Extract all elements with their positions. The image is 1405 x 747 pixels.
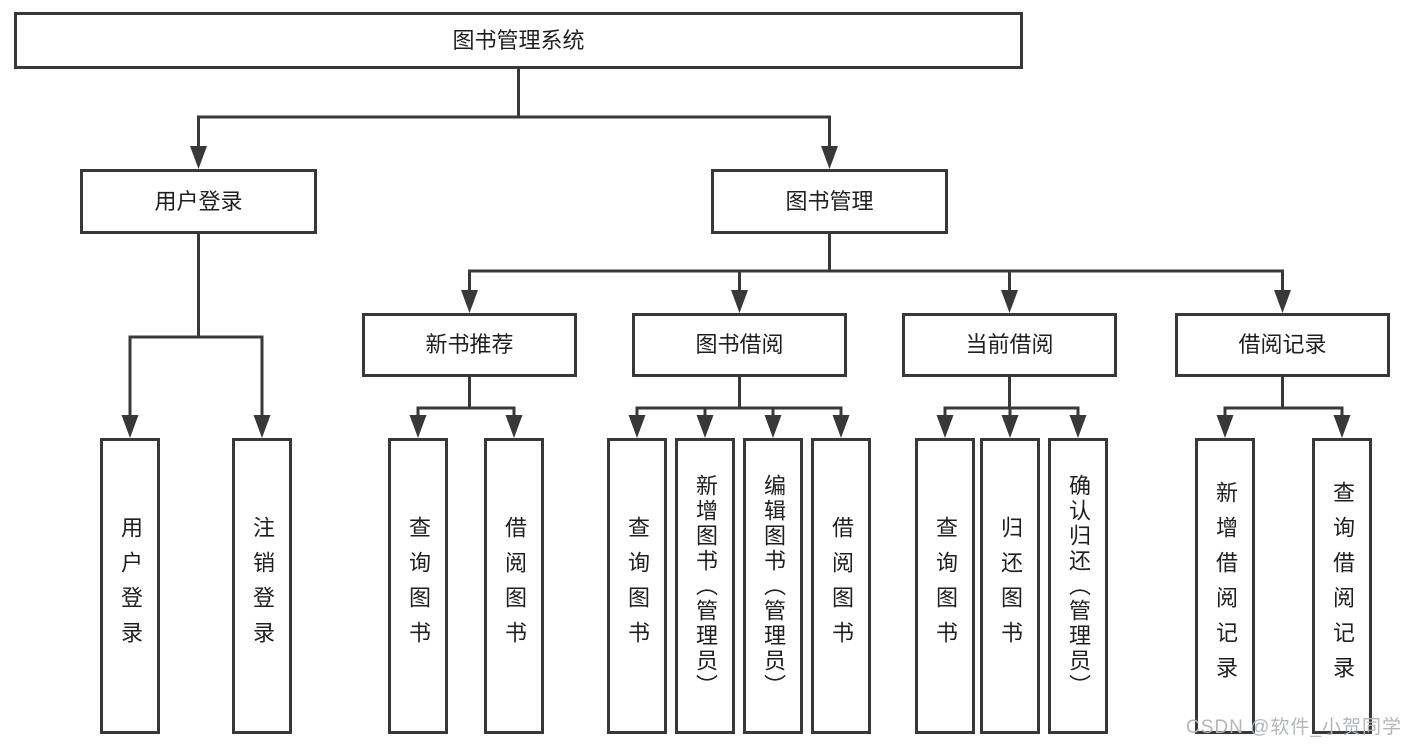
- node-label: 查询图书: [933, 516, 958, 656]
- arrowhead-icon: [1274, 290, 1291, 313]
- node-label: 查询图书: [625, 516, 650, 656]
- arrowhead-icon: [409, 415, 427, 438]
- node-root: 图书管理系统: [14, 12, 1023, 69]
- arrowhead-icon: [1001, 415, 1019, 438]
- node-leaf-user-login: 用户登录: [100, 438, 160, 734]
- node-label: 确认归还（管理员）: [1066, 473, 1091, 699]
- node-leaf-logout: 注销登录: [232, 438, 292, 734]
- node-label: 新书推荐: [425, 332, 514, 357]
- node-label: 注销登录: [250, 516, 275, 656]
- node-label: 用户登录: [154, 188, 243, 214]
- node-leaf-bb-query: 查询图书: [607, 438, 667, 734]
- node-label: 新增图书（管理员）: [693, 473, 718, 699]
- node-user-login: 用户登录: [80, 169, 317, 234]
- node-borrow-records: 借阅记录: [1175, 313, 1390, 377]
- node-leaf-cb-query: 查询图书: [915, 438, 975, 734]
- node-label: 图书借阅: [695, 332, 784, 357]
- arrowhead-icon: [1333, 415, 1351, 438]
- node-label: 当前借阅: [965, 332, 1054, 357]
- node-label: 借阅记录: [1238, 332, 1327, 357]
- arrowhead-icon: [821, 146, 838, 169]
- node-label: 借阅图书: [829, 516, 854, 656]
- node-label: 用户登录: [118, 516, 143, 656]
- node-label: 编辑图书（管理员）: [761, 473, 786, 699]
- node-new-book-recommend: 新书推荐: [362, 313, 577, 377]
- connector-lines: [128, 67, 1344, 422]
- node-label: 图书管理: [785, 188, 874, 214]
- arrowhead-icon: [764, 415, 782, 438]
- arrowhead-icon: [731, 290, 748, 313]
- node-label: 新增借阅记录: [1213, 481, 1238, 691]
- arrowhead-icon: [121, 415, 139, 438]
- arrowhead-icon: [696, 415, 714, 438]
- watermark: CSDN @软件_小贺同学: [1186, 717, 1402, 738]
- node-book-management: 图书管理: [711, 169, 948, 234]
- node-label: 借阅图书: [502, 516, 527, 656]
- node-leaf-nbr-borrow: 借阅图书: [484, 438, 544, 734]
- node-leaf-nbr-query: 查询图书: [388, 438, 448, 734]
- arrowhead-icon: [461, 290, 478, 313]
- arrowhead-icon: [628, 415, 646, 438]
- node-label: 查询图书: [406, 516, 431, 656]
- arrowhead-icon: [190, 146, 207, 169]
- arrowhead-icon: [832, 415, 850, 438]
- arrowhead-icon: [505, 415, 523, 438]
- node-label: 查询借阅记录: [1330, 481, 1355, 691]
- node-leaf-bb-borrow: 借阅图书: [811, 438, 871, 734]
- node-label: 图书管理系统: [452, 27, 585, 53]
- arrowhead-icon: [1001, 290, 1018, 313]
- node-current-borrow: 当前借阅: [902, 313, 1117, 377]
- node-leaf-cb-return: 归还图书: [980, 438, 1040, 734]
- node-label: 归还图书: [998, 516, 1023, 656]
- node-leaf-cb-confirm: 确认归还（管理员）: [1048, 438, 1108, 734]
- node-book-borrow: 图书借阅: [632, 313, 847, 377]
- node-leaf-bb-add: 新增图书（管理员）: [675, 438, 735, 734]
- node-leaf-bb-edit: 编辑图书（管理员）: [743, 438, 803, 734]
- arrowhead-icon: [1216, 415, 1234, 438]
- arrowhead-icon: [936, 415, 954, 438]
- arrowhead-icon: [253, 415, 271, 438]
- node-leaf-br-query: 查询借阅记录: [1312, 438, 1372, 734]
- arrowhead-icon: [1069, 415, 1087, 438]
- node-leaf-br-add: 新增借阅记录: [1195, 438, 1255, 734]
